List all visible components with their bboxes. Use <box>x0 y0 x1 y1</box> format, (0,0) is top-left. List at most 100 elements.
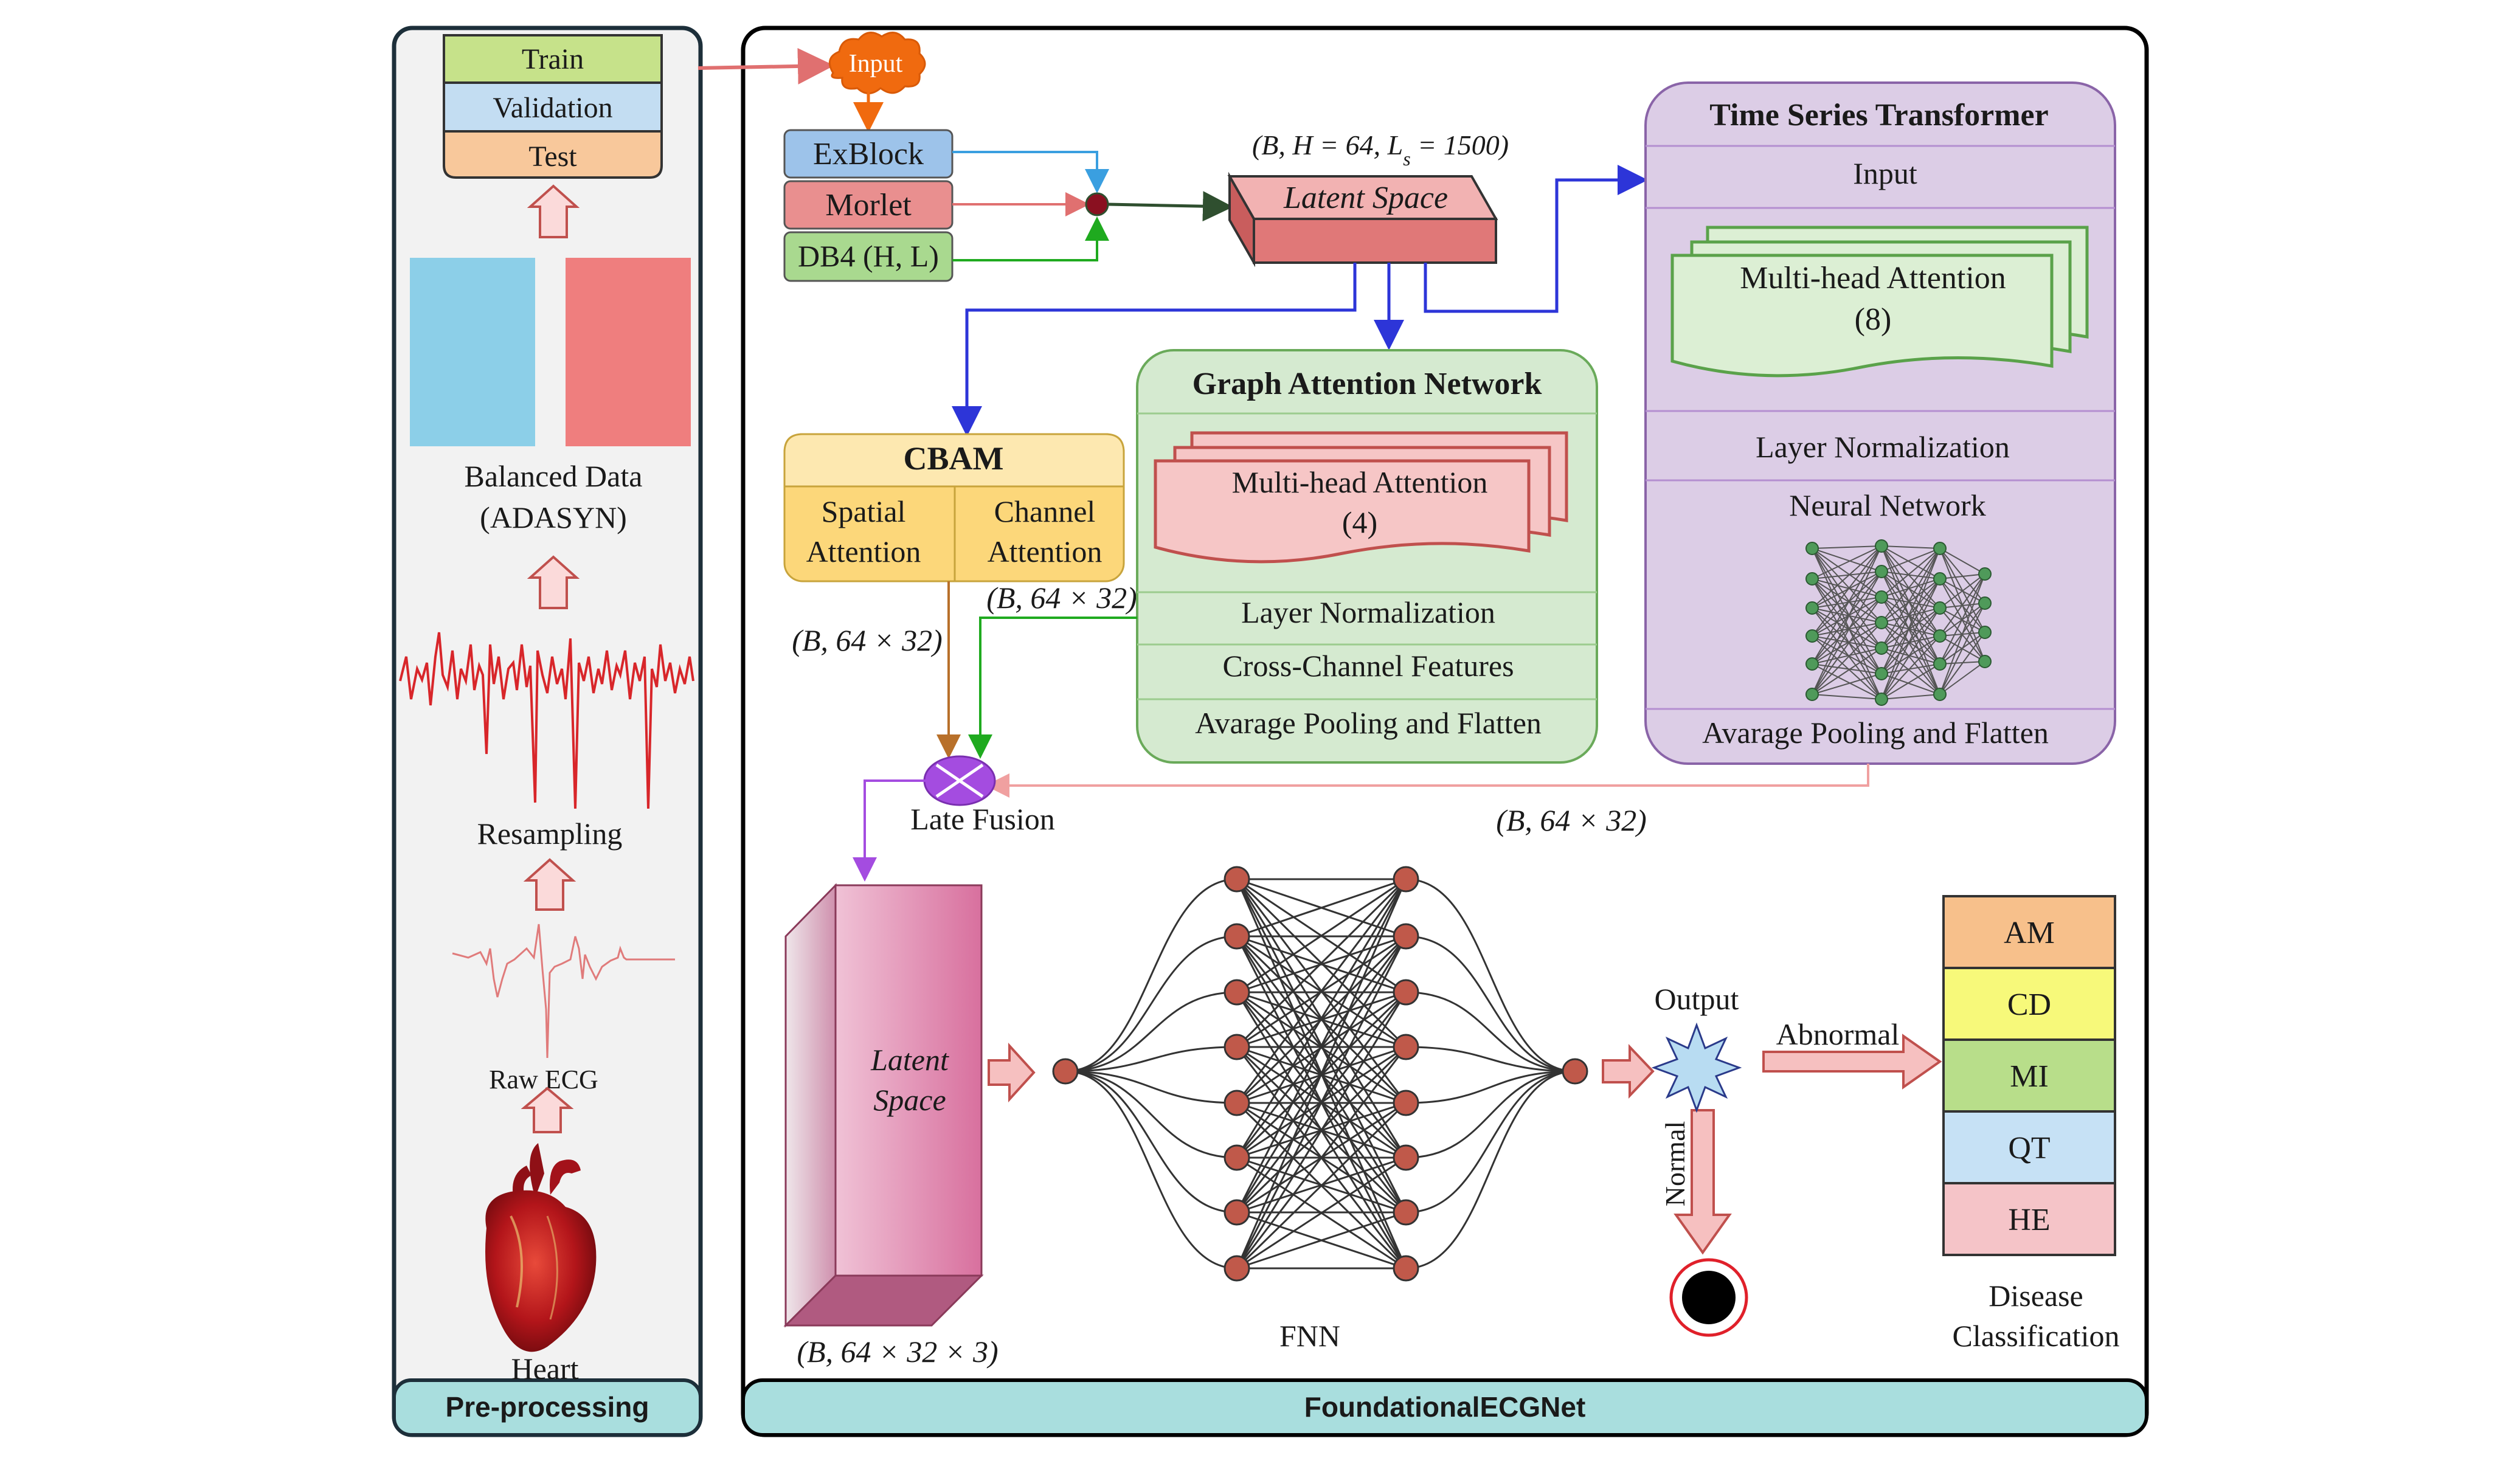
preprocessing-title: Pre-processing <box>446 1391 649 1423</box>
tst-nn-neuron <box>1805 629 1819 643</box>
tst-nn-edge <box>1812 578 1882 649</box>
fnn-edge <box>1236 1211 1407 1270</box>
exblock-to-join-arrow <box>952 151 1109 193</box>
fnn-hidden-neuron <box>1224 979 1250 1006</box>
fnn-output-neuron <box>1562 1058 1588 1085</box>
latent-space-label: Latent Space <box>1283 181 1448 215</box>
class-qt: QT <box>1942 1110 2116 1184</box>
tst-nn-edge <box>1881 635 1940 649</box>
tst-nn-edge <box>1881 596 1940 665</box>
fnn-edge <box>1065 935 1238 1073</box>
tst-nn-neuron <box>1875 565 1888 578</box>
transform-blocks: ExBlock Morlet DB4 (H, L) <box>783 129 954 282</box>
fnn-edge <box>1405 935 1576 1073</box>
tst-nn-edge <box>1939 548 1985 575</box>
tst-nn-edge <box>1939 573 1985 637</box>
tst-nn-edge <box>1812 548 1882 572</box>
fnn-edge <box>1236 1156 1407 1270</box>
tst-nn-edge <box>1881 663 1940 674</box>
input-cloud: Input <box>828 32 926 94</box>
pipeline-up-arrows <box>521 184 580 1133</box>
fnn-edge <box>1405 878 1576 1073</box>
tst-nn-edge <box>1812 545 1882 549</box>
tst-nn-edge <box>1881 545 1940 549</box>
gat-module: Graph Attention Network Multi-head Atten… <box>1136 349 1598 764</box>
tst-nn-edge <box>1812 596 1882 695</box>
tst-nn-edge <box>1881 548 1940 572</box>
tst-nn-edge <box>1881 607 1940 649</box>
flow-block-arrows <box>988 1034 1942 1255</box>
class-mi: MI <box>1942 1038 2116 1113</box>
adasyn-label: (ADASYN) <box>480 500 627 534</box>
tst-nn-edge <box>1881 578 1940 700</box>
abnormal-label: Abnormal <box>1776 1017 1900 1051</box>
resampling-label: Resampling <box>477 817 623 851</box>
tst-nn-edge <box>1881 622 1940 695</box>
validation-split <box>443 81 663 133</box>
fnn-edge <box>1236 879 1407 1213</box>
fused-latent-label2: Space <box>873 1083 946 1117</box>
fnn-edge <box>1065 1046 1238 1073</box>
fnn-hidden-neuron <box>1224 866 1250 893</box>
latent-to-tst-arrow <box>1424 165 1648 313</box>
tst-nn-edge <box>1812 578 1882 700</box>
normal-arrow <box>1674 1109 1732 1255</box>
tst-nn-neuron <box>1933 572 1947 586</box>
normal-end-node <box>1669 1258 1748 1337</box>
latent-space-block: Latent Space <box>1227 171 1498 268</box>
cbam-title: CBAM <box>904 440 1004 477</box>
tst-attention-label2: (8) <box>1855 302 1892 337</box>
fnn-edge <box>1236 1102 1407 1270</box>
fnn-hidden-neuron <box>1393 1034 1419 1060</box>
tst-nn-edge <box>1881 596 1940 637</box>
fnn-edge <box>1065 1070 1238 1270</box>
fnn-edge <box>1236 936 1407 1269</box>
raw-ecg-signal <box>452 924 675 1059</box>
fused-latent-label1: Latent <box>870 1043 949 1077</box>
tst-nn-edge <box>1812 607 1882 623</box>
tst-nn-edge <box>1812 694 1882 700</box>
up-arrow-to-splits <box>527 184 580 238</box>
tst-nn-neuron <box>1933 601 1947 615</box>
fnn-edge <box>1236 879 1407 1269</box>
tst-nn-edge <box>1881 607 1940 623</box>
tst-shape: (B, 64 × 32) <box>1496 803 1647 837</box>
fnn-edge <box>1236 1046 1407 1269</box>
tst-nn-edge <box>1812 548 1882 623</box>
class-cd: CD <box>1942 967 2116 1041</box>
tst-nn-edge <box>1812 578 1882 674</box>
fnn-edge <box>1065 1070 1238 1159</box>
tst-nn-edge <box>1812 545 1882 695</box>
tst-nn-neuron <box>1933 688 1947 701</box>
fnn-input-neuron <box>1052 1058 1079 1085</box>
fnn-hidden-neuron <box>1224 923 1250 950</box>
exblock-box <box>783 129 954 179</box>
tst-nn-edge <box>1812 545 1882 609</box>
test-label: Test <box>528 140 577 173</box>
gat-pooling-flatten: Avarage Pooling and Flatten <box>1195 706 1542 740</box>
tst-nn-neuron <box>1978 626 1992 639</box>
resampled-ecg-signal <box>399 632 694 809</box>
tst-nn-edge <box>1881 673 1940 695</box>
tst-nn-neuron <box>1933 657 1947 671</box>
tst-nn-edge <box>1881 548 1940 674</box>
cbam-shape-right: (B, 64 × 32) <box>986 581 1137 615</box>
gat-title: Graph Attention Network <box>1192 367 1542 401</box>
gat-attention-label1: Multi-head Attention <box>1232 465 1488 499</box>
validation-label: Validation <box>493 92 612 124</box>
fnn-hidden-neuron <box>1393 1090 1419 1116</box>
tst-nn-edge <box>1812 622 1882 695</box>
class-label: QT <box>2008 1131 2050 1166</box>
tst-nn-edge <box>1812 673 1882 695</box>
tst-nn-edge <box>1812 635 1882 674</box>
tst-input: Input <box>1853 156 1917 190</box>
tst-neural-network: Neural Network <box>1789 488 1986 522</box>
abnormal-arrow <box>1762 1034 1942 1090</box>
tst-nn-edge <box>1881 548 1940 598</box>
fnn-hidden-neuron <box>1393 866 1419 893</box>
fnn-label: FNN <box>1279 1319 1340 1353</box>
tst-nn-edge <box>1812 571 1882 609</box>
fused-latent-shape: (B, 64 × 32 × 3) <box>797 1335 998 1369</box>
